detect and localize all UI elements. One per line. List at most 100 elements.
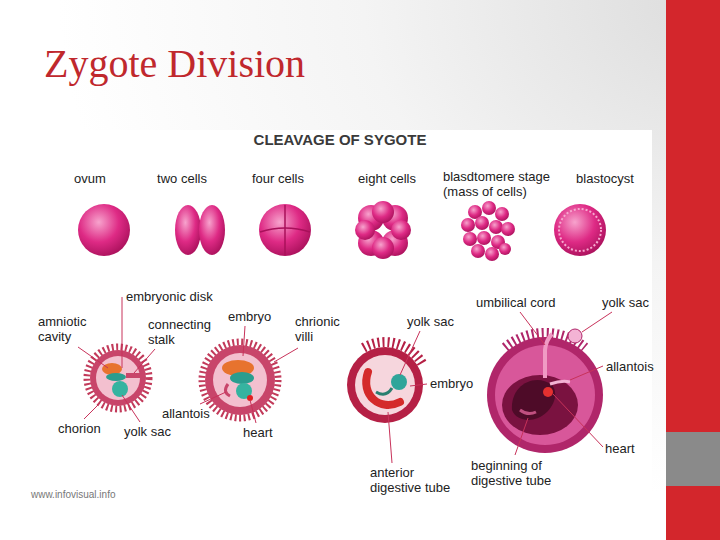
part-label: umbilical cord (476, 295, 555, 310)
blastomere (463, 232, 477, 246)
embryo-figure (347, 342, 423, 423)
stage-label: four cells (238, 171, 318, 186)
leader-line (78, 347, 108, 368)
embryo-body (512, 380, 555, 420)
blastomere (482, 201, 496, 215)
leader-line (400, 331, 420, 375)
part-label: chorion (58, 421, 101, 436)
chorion (90, 350, 146, 406)
part-label: embryo (430, 376, 473, 391)
leader-line (515, 418, 528, 455)
side-block (666, 432, 720, 486)
chorion (347, 347, 423, 423)
yolk-sac (568, 329, 582, 343)
stage-label: ovum (55, 171, 125, 186)
allantois (550, 381, 570, 384)
chorion (205, 345, 275, 415)
leader-line (122, 297, 123, 368)
blastomere (495, 207, 509, 221)
allantois (225, 384, 230, 396)
leader-line (570, 366, 603, 380)
chorionic-villi (87, 347, 149, 409)
umbilical-cord (545, 334, 552, 378)
leader-line (243, 326, 245, 356)
leader-line (520, 312, 545, 345)
blastomere (259, 204, 311, 256)
stage-label: blastocyst (565, 171, 645, 186)
digestive-tube (520, 410, 536, 414)
connecting-stalk (126, 373, 140, 378)
leader-line (200, 392, 226, 404)
part-label: chrionic villi (295, 314, 353, 344)
leader-line (553, 394, 603, 447)
part-label: embryo (228, 309, 271, 324)
chorionic-cavity (96, 356, 140, 400)
blastomere (501, 222, 515, 236)
leader-line (134, 349, 155, 373)
ovum-cell (78, 204, 130, 256)
embryo-figure (202, 342, 278, 418)
blastomere (175, 205, 201, 255)
slide-title: Zygote Division (44, 40, 305, 88)
embryo-figure (487, 329, 603, 453)
leader-line (582, 312, 612, 332)
chorionic-cavity (213, 353, 267, 407)
blastomere (499, 243, 511, 255)
leader-line (388, 412, 392, 463)
embryo-figure (87, 347, 149, 409)
eight-cell-stage (355, 201, 411, 259)
blastomere (485, 247, 499, 261)
four-cell-stage (259, 204, 311, 256)
part-label: beginning of digestive tube (471, 458, 573, 488)
chorionic-villi (202, 342, 278, 418)
blastomere (475, 216, 489, 230)
leader-lines (78, 297, 612, 463)
blastomere (372, 237, 394, 259)
stage-label: eight cells (347, 171, 427, 186)
part-label: yolk sac (124, 424, 171, 439)
part-label: amniotic cavity (38, 314, 100, 344)
stage-label: two cells (142, 171, 222, 186)
blastomere (471, 244, 485, 258)
leader-line (250, 400, 256, 423)
blastomere (372, 201, 394, 223)
part-label: heart (243, 425, 273, 440)
yolk-sac (391, 374, 407, 390)
blastomere (477, 231, 491, 245)
blastomere (489, 220, 503, 234)
digestive-tube (376, 388, 392, 394)
blastocyst-cell (554, 204, 606, 256)
part-label: allantois (606, 359, 654, 374)
blastomere-cluster (461, 201, 515, 261)
stage-label: blasdtomere stage (mass of cells) (443, 169, 565, 199)
leader-line (84, 405, 98, 419)
leader-line (274, 348, 298, 362)
part-label: yolk sac (602, 295, 649, 310)
yolk-sac (112, 381, 128, 397)
cell-division-line (260, 228, 310, 232)
part-label: anterior digestive tube (370, 465, 466, 495)
figure-heading: CLEAVAGE OF SYGOTE (220, 132, 460, 147)
amniotic-cavity (502, 375, 578, 435)
part-label: embryonic disk (126, 289, 213, 304)
embryo-body (230, 372, 254, 384)
part-label: connecting stalk (148, 317, 222, 347)
part-label: yolk sac (407, 314, 454, 329)
leader-line (122, 395, 140, 422)
two-cell-stage (175, 205, 225, 255)
part-label: heart (605, 441, 635, 456)
embryonic-disk (106, 373, 126, 381)
cell-division-line (284, 205, 286, 255)
heart (543, 387, 553, 397)
trophoblast-ring (559, 209, 601, 251)
part-label: allantois (162, 406, 210, 421)
blastomere (355, 220, 375, 240)
blastocyst-figure (554, 204, 606, 256)
blastomere (391, 220, 411, 240)
blastomere (461, 218, 475, 232)
blastomere (199, 205, 225, 255)
leader-line (410, 384, 427, 386)
chorionic-cavity (355, 355, 415, 415)
watermark: www.infovisual.info (31, 487, 115, 502)
